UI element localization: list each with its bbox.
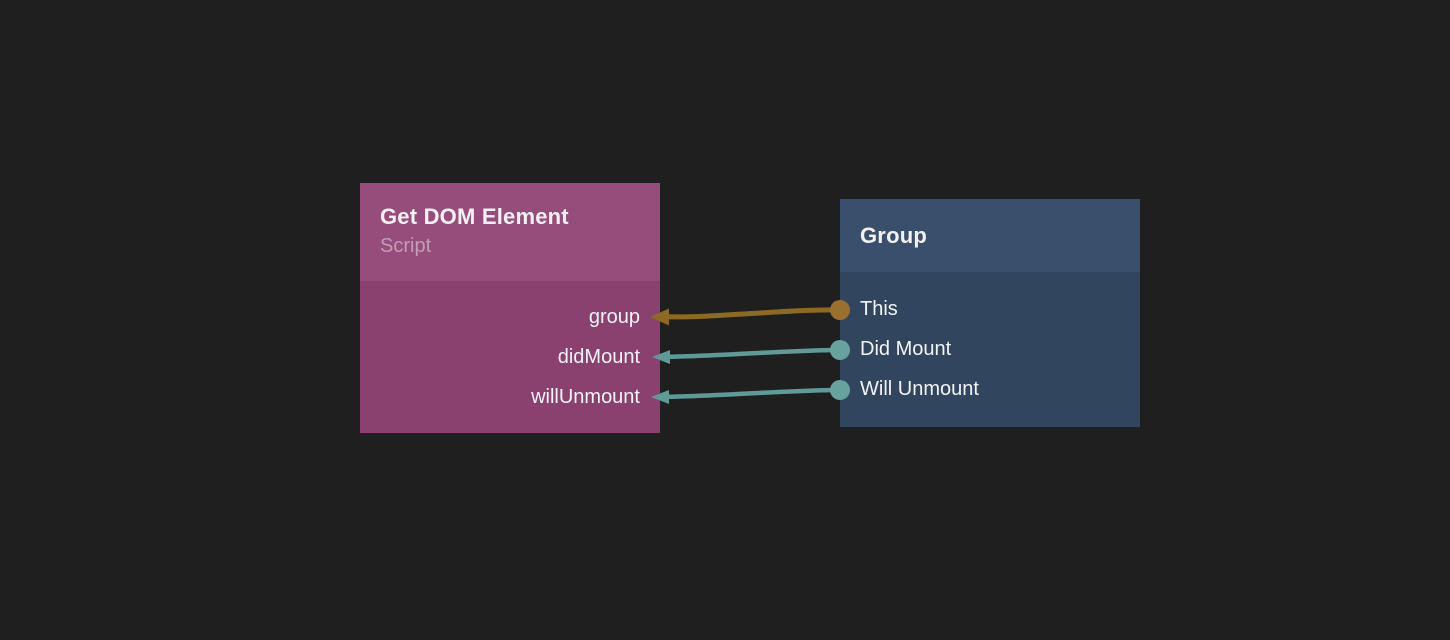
- node-title: Group: [860, 222, 927, 248]
- port-willunmount[interactable]: willUnmount: [360, 377, 660, 417]
- node-header[interactable]: Group: [840, 199, 1140, 272]
- node-subtitle: Script: [380, 235, 432, 257]
- port-didmount[interactable]: didMount: [360, 337, 660, 377]
- port-group[interactable]: group: [360, 297, 660, 337]
- port-label: willUnmount: [531, 385, 640, 408]
- connection-willunmount[interactable]: [651, 380, 850, 404]
- port-label: This: [860, 297, 898, 320]
- connection-didmount[interactable]: [652, 340, 850, 364]
- port-label: group: [588, 305, 640, 328]
- port-will-unmount[interactable]: Will Unmount: [840, 369, 1140, 409]
- port-label: Did Mount: [860, 337, 952, 360]
- connection-wire[interactable]: [665, 347, 841, 360]
- node-header[interactable]: Get DOM Element Script: [360, 183, 660, 281]
- port-label: didMount: [557, 345, 640, 368]
- node-group[interactable]: Group This Did Mount Will Unmount: [840, 199, 1140, 427]
- connection-wire[interactable]: [665, 307, 841, 320]
- port-this[interactable]: This: [840, 289, 1140, 329]
- connection-wire[interactable]: [665, 387, 841, 400]
- node-body: This Did Mount Will Unmount: [840, 272, 1140, 427]
- node-title: Get DOM Element: [380, 204, 569, 229]
- connection-this-to-group[interactable]: [650, 300, 850, 326]
- port-did-mount[interactable]: Did Mount: [840, 329, 1140, 369]
- node-get-dom-element[interactable]: Get DOM Element Script group didMount wi…: [360, 183, 660, 433]
- port-label: Will Unmount: [860, 377, 979, 400]
- node-body: group didMount willUnmount: [360, 281, 660, 433]
